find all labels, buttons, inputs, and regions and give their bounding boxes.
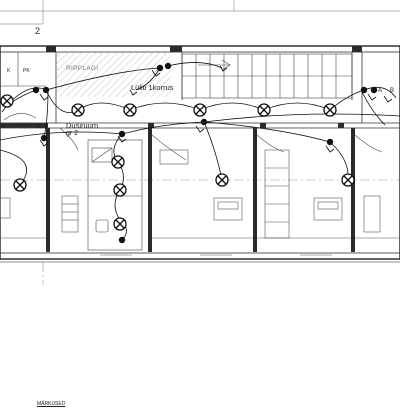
switch-icon — [219, 65, 228, 72]
room-label-shower: Duširuum — [66, 121, 99, 130]
room-furniture — [0, 134, 400, 256]
light-fixture-icon — [341, 173, 355, 187]
switch-icon — [39, 93, 49, 101]
switch-note-label: Lüliti 1korrus — [131, 83, 174, 92]
switch-icon — [117, 135, 127, 143]
light-fixture-icon — [113, 217, 127, 231]
room-label-pk: PK — [23, 68, 30, 74]
staircase-treads — [181, 53, 353, 99]
circuit-label-b: B — [390, 88, 395, 94]
switch-icon — [39, 139, 49, 147]
entry-rooms — [0, 52, 46, 128]
junction-dot-icon — [42, 86, 50, 94]
junction-dot-icon — [118, 236, 126, 244]
junction-dot-icon — [118, 130, 126, 138]
staircase-label: RIPPLAGI — [66, 65, 99, 72]
switch-icon — [195, 125, 205, 133]
switches — [39, 65, 393, 153]
light-fixture-icon — [0, 94, 14, 108]
footer-notes-heading: MÄRKUSED — [37, 401, 66, 407]
junction-dot-icon — [40, 134, 48, 142]
junction-dot-icon — [370, 86, 378, 94]
switch-icon — [325, 145, 335, 153]
light-fixture-icon — [323, 103, 337, 117]
junction-dot-icon — [360, 86, 368, 94]
switch-icon — [129, 89, 138, 96]
wall-fill-blocks — [0, 46, 362, 252]
junction-dot-icon — [164, 62, 172, 70]
junction-dots — [32, 62, 378, 244]
junction-dot-icon — [32, 86, 40, 94]
grid-axis-lines — [0, 179, 400, 285]
sheet-frame — [0, 0, 400, 25]
light-fixture-icon — [193, 103, 207, 117]
light-fixture-icon — [13, 178, 27, 192]
room-label-k: K — [7, 68, 11, 74]
light-fixture-icon — [111, 155, 125, 169]
junction-dot-icon — [156, 64, 164, 72]
switch-icon — [151, 69, 161, 77]
light-fixture-icon — [113, 183, 127, 197]
switch-icon — [367, 93, 377, 101]
room-label-shower-group: gr 2 — [66, 130, 79, 137]
light-fixtures — [0, 94, 355, 231]
circuit-label-a: A — [378, 88, 383, 94]
light-fixture-icon — [123, 103, 137, 117]
switch-icon — [383, 95, 393, 103]
light-fixture-icon — [215, 173, 229, 187]
light-fixture-icon — [257, 103, 271, 117]
sheet-number: 2 — [35, 26, 41, 36]
junction-dot-icon — [326, 138, 334, 146]
shower-room — [59, 127, 143, 251]
light-fixture-icon — [71, 103, 85, 117]
junction-dot-icon — [200, 118, 208, 126]
